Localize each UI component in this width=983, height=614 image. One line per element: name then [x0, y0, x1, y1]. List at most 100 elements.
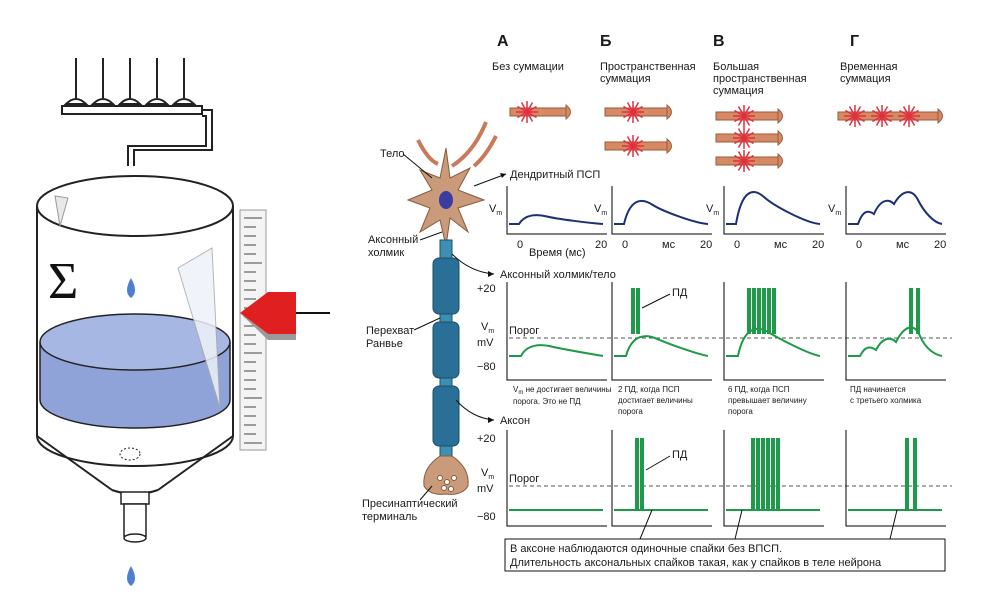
- burst-ray: [520, 111, 528, 122]
- caption-line: Vm не достигает величины: [513, 385, 612, 396]
- soma-trace: [614, 335, 709, 357]
- vm-subscript: m: [601, 210, 607, 217]
- soma-trace: [509, 344, 604, 357]
- ap-label: ПД: [672, 287, 688, 299]
- spike-mark: [767, 288, 771, 334]
- presynaptic-terminal-icon: [423, 455, 469, 495]
- spike-mark: [631, 288, 635, 334]
- label-node-1: Перехват: [366, 325, 414, 337]
- caption-line: 2 ПД, когда ПСП: [618, 385, 680, 394]
- caption-line: 6 ПД, когда ПСП: [728, 385, 790, 394]
- burst-ray: [737, 115, 745, 126]
- burst-ray: [526, 111, 537, 119]
- vm-letter: V: [828, 203, 836, 215]
- burst-ray: [743, 137, 754, 145]
- tick-minus80: −80: [477, 511, 496, 523]
- tick-twenty: 20: [934, 239, 946, 251]
- tick-twenty: 20: [700, 239, 712, 251]
- burst-ray: [623, 105, 634, 113]
- spike-mark: [776, 438, 780, 510]
- burst-ray: [743, 115, 754, 123]
- burst-ray: [902, 106, 910, 117]
- synapse-burst-icon: [622, 101, 644, 123]
- time-axis-label: мс: [662, 239, 676, 251]
- burst-ray: [623, 145, 634, 153]
- pointer-line: [413, 317, 441, 331]
- psp-trace: [848, 191, 943, 225]
- burst-ray: [626, 136, 634, 147]
- caption-line: ПД начинается: [850, 385, 906, 394]
- vm-letter: V: [706, 203, 714, 215]
- burst-ray: [743, 128, 751, 139]
- soma-trace: [848, 326, 943, 357]
- caption-line: порога: [618, 407, 643, 416]
- column-title-line: Большая: [713, 61, 759, 73]
- vm-label: Vm: [481, 321, 494, 335]
- myelin-segment-icon: [432, 257, 460, 315]
- sum-symbol: Σ: [48, 253, 78, 310]
- spike-mark: [756, 438, 760, 510]
- tick-zero: 0: [734, 239, 740, 251]
- tick-zero: 0: [856, 239, 862, 251]
- synapse-burst-icon: [844, 105, 866, 127]
- vm-letter: V: [481, 321, 489, 333]
- burst-ray: [881, 115, 889, 126]
- synapse-burst-icon: [516, 101, 538, 123]
- vm-label: Vm: [594, 203, 607, 217]
- label-hillock-1: Аксонный: [368, 234, 418, 246]
- burst-ray: [517, 105, 528, 113]
- burst-ray: [734, 160, 745, 168]
- label-soma: Тело: [380, 148, 405, 160]
- nucleus-icon: [439, 191, 453, 209]
- axon-axes: [506, 430, 607, 527]
- burst-ray: [737, 137, 745, 148]
- soma-axes: [845, 282, 946, 381]
- bouton-icon: [666, 103, 672, 121]
- time-axis-label: мс: [774, 239, 788, 251]
- column-title-line: пространственная: [713, 73, 807, 85]
- synapse-burst-icon: [898, 105, 920, 127]
- label-node-2: Ранвье: [366, 338, 403, 350]
- threshold-label: Порог: [509, 325, 539, 337]
- tick-zero: 0: [622, 239, 628, 251]
- burst-ray: [737, 128, 745, 139]
- tick-twenty: 20: [812, 239, 824, 251]
- vm-letter: V: [594, 203, 602, 215]
- psp-axes: [506, 186, 607, 235]
- row-label-axon: Аксон: [500, 415, 530, 427]
- note-pointers: [639, 509, 898, 540]
- burst-ray: [734, 109, 745, 117]
- spike-mark: [635, 438, 639, 510]
- caption-line: достигает величины: [618, 396, 693, 405]
- burst-ray: [743, 154, 754, 162]
- column-title-line: Без суммации: [492, 61, 564, 73]
- burst-ray: [526, 105, 537, 113]
- pointer-line: [402, 153, 433, 179]
- column-letter: Б: [600, 33, 612, 50]
- vm-subscript: m: [488, 474, 494, 481]
- bouton-icon: [777, 129, 783, 147]
- spike-mark: [752, 288, 756, 334]
- spike-mark: [772, 288, 776, 334]
- column-letter: В: [713, 33, 725, 50]
- bouton-icon: [937, 107, 943, 125]
- spike-mark: [747, 288, 751, 334]
- burst-ray: [743, 115, 751, 126]
- spike-mark: [757, 288, 761, 334]
- spike-mark: [905, 438, 909, 510]
- caption-line: с третьего холмика: [850, 396, 922, 405]
- axon-axes: [845, 430, 946, 527]
- burst-ray: [632, 111, 643, 119]
- tick-twenty: 20: [595, 239, 607, 251]
- label-terminal-2: терминаль: [362, 511, 417, 523]
- spike-mark: [761, 438, 765, 510]
- spike-mark: [766, 438, 770, 510]
- burst-ray: [520, 102, 528, 113]
- burst-ray: [737, 160, 745, 171]
- psp-trace: [726, 191, 821, 225]
- tick-plus20: +20: [477, 283, 496, 295]
